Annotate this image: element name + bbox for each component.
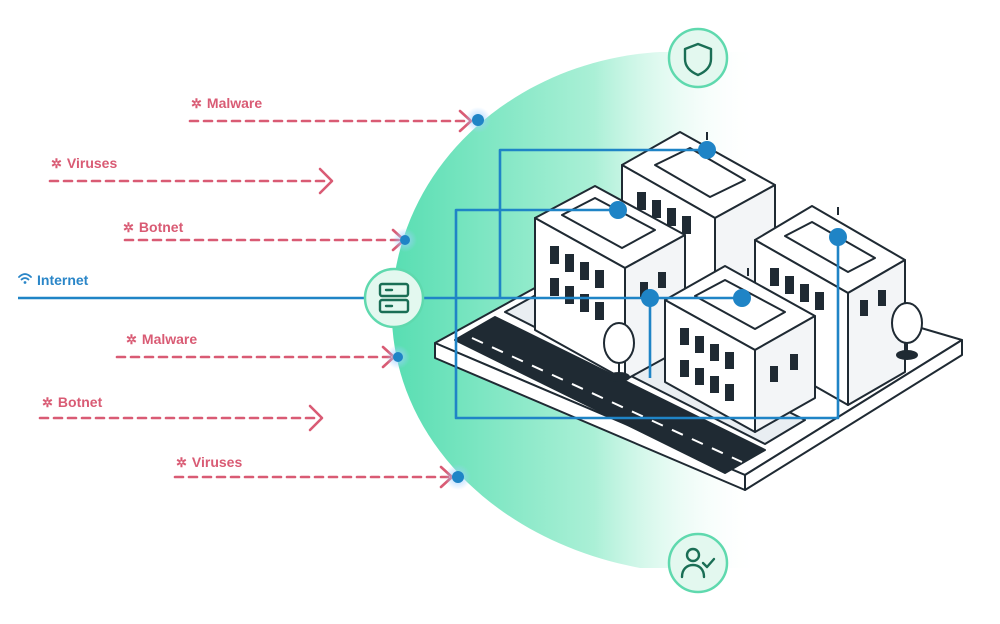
threat-label-4: ✲ Malware: [126, 331, 197, 347]
threat-label-text: Viruses: [66, 155, 118, 171]
tree-right: [891, 302, 923, 360]
virus-icon: ✲: [123, 219, 134, 235]
threat-arrowhead-5: [308, 404, 324, 432]
user-check-icon: [680, 547, 716, 579]
threat-label-text: Malware: [141, 331, 198, 347]
virus-icon: ✲: [42, 394, 53, 410]
shield-badge: [667, 27, 729, 89]
road: [454, 316, 766, 474]
threat-label-6: ✲ Viruses: [176, 454, 242, 470]
threat-label-text: Malware: [206, 95, 263, 111]
blocked-points: [386, 107, 491, 490]
virus-icon: ✲: [51, 155, 62, 171]
wifi-icon: [18, 272, 32, 288]
threat-label-text: Viruses: [191, 454, 243, 470]
threat-label-1: ✲ Malware: [191, 95, 262, 111]
virus-icon: ✲: [176, 454, 187, 470]
internet-label-text: Internet: [37, 272, 89, 288]
network-nodes: [609, 141, 847, 307]
threat-label-text: Botnet: [138, 219, 184, 235]
internet-label: Internet: [18, 272, 88, 288]
user-badge: [667, 532, 729, 594]
threat-label-2: ✲ Viruses: [51, 155, 117, 171]
virus-icon: ✲: [126, 331, 137, 347]
threat-label-5: ✲ Botnet: [42, 394, 102, 410]
threat-label-3: ✲ Botnet: [123, 219, 183, 235]
threat-label-text: Botnet: [57, 394, 103, 410]
ground-front-right: [744, 339, 963, 491]
network-wiring: [18, 148, 840, 420]
tree-left: [603, 322, 635, 382]
shield-icon: [683, 42, 713, 77]
threat-arrowhead-2: [318, 167, 334, 195]
virus-icon: ✲: [191, 95, 202, 111]
gateway-badge: [363, 267, 425, 329]
server-icon: [378, 282, 410, 314]
